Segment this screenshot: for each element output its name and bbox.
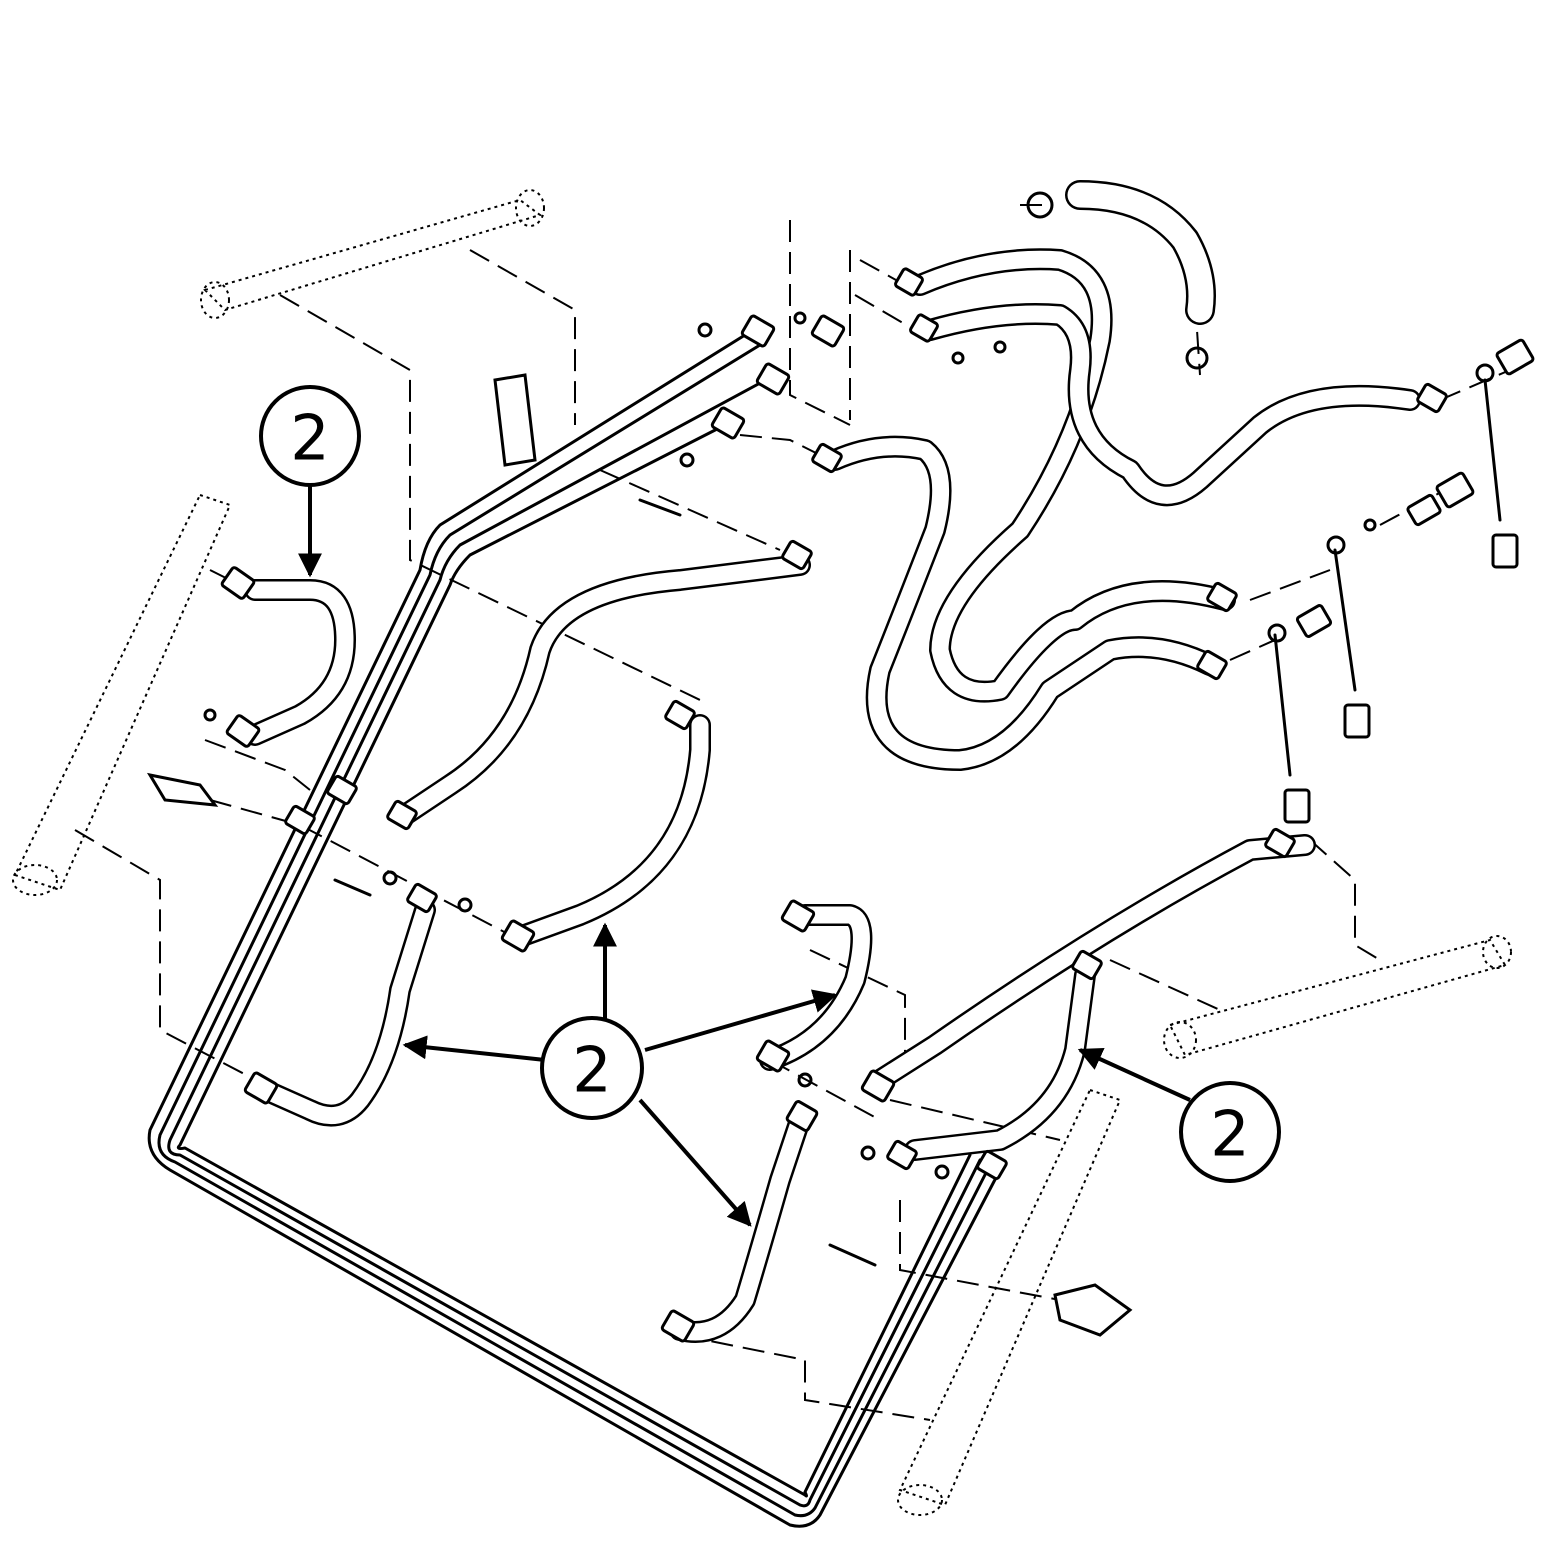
- callout-center-label: 2: [572, 1034, 611, 1107]
- phantom-cylinder-top: [200, 189, 545, 319]
- sensor-probes: [1273, 378, 1519, 824]
- callout-top-left: 2: [259, 385, 361, 487]
- callout-top-left-label: 2: [290, 402, 329, 475]
- callout-right: 2: [1179, 1081, 1281, 1183]
- rigid-tube-bundle: [147, 333, 1002, 1528]
- phantom-cylinder-right: [1163, 935, 1512, 1059]
- flexible-hoses: [244, 180, 1421, 1343]
- phantom-cylinder-bottom: [897, 1088, 1122, 1516]
- callout-right-label: 2: [1210, 1098, 1249, 1171]
- callout-center: 2: [540, 1016, 644, 1120]
- small-hardware: [146, 191, 1495, 1337]
- phantom-cylinder-left: [12, 493, 232, 896]
- fittings: [220, 267, 1535, 1343]
- callout-leaders: [298, 485, 1191, 1227]
